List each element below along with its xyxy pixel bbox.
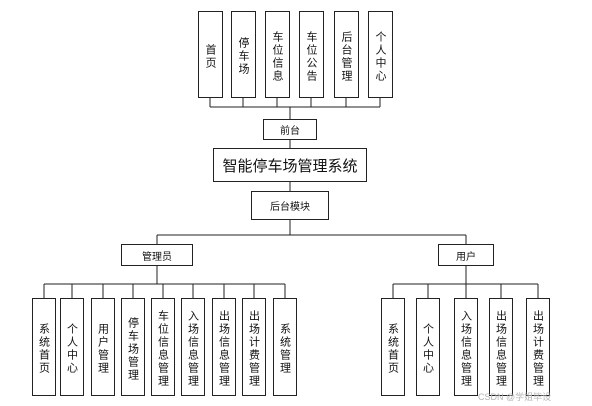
frontend-page-label: 车位公告 — [305, 30, 318, 83]
user-node: 用户 — [438, 244, 494, 266]
admin-function-label: 出场信息管理 — [217, 310, 231, 388]
frontend-page-home: 首页 — [198, 11, 223, 98]
admin-function-personal-center: 个人中心 — [60, 298, 84, 396]
frontend-node: 前台 — [263, 119, 317, 140]
user-function-label: 出场计费管理 — [531, 310, 545, 388]
user-function-system-home: 系统首页 — [381, 298, 405, 396]
admin-function-entry-info-management: 入场信息管理 — [181, 298, 205, 396]
frontend-page-personal-center: 个人中心 — [368, 11, 393, 98]
admin-function-system-home: 系统首页 — [32, 298, 56, 396]
admin-function-label: 车位信息管理 — [156, 310, 170, 388]
system-title: 智能停车场管理系统 — [222, 156, 358, 175]
admin-function-label: 停车场管理 — [126, 316, 140, 382]
system-title-node: 智能停车场管理系统 — [213, 148, 367, 182]
user-function-exit-billing-management: 出场计费管理 — [526, 298, 550, 396]
admin-function-system-management: 系统管理 — [273, 298, 297, 396]
user-function-label: 个人中心 — [421, 323, 435, 375]
admin-function-label: 系统首页 — [37, 323, 51, 375]
user-node-label: 用户 — [456, 251, 476, 263]
frontend-page-label: 停车场 — [237, 37, 250, 76]
admin-function-label: 个人中心 — [65, 323, 79, 375]
user-function-exit-info-management: 出场信息管理 — [489, 298, 513, 396]
admin-function-label: 系统管理 — [278, 323, 292, 375]
backend-module-node: 后台模块 — [251, 191, 329, 220]
admin-function-exit-billing-management: 出场计费管理 — [242, 298, 266, 396]
frontend-node-label: 前台 — [280, 126, 300, 137]
frontend-page-label: 后台管理 — [340, 30, 353, 83]
user-function-personal-center: 个人中心 — [416, 298, 440, 396]
watermark: CSDN @学姐毕设 — [478, 392, 552, 402]
frontend-page-space-notice: 车位公告 — [299, 11, 324, 98]
admin-function-label: 用户管理 — [96, 323, 110, 375]
user-function-entry-info-management: 入场信息管理 — [454, 298, 478, 396]
user-function-label: 入场信息管理 — [459, 310, 473, 388]
frontend-page-parking-lot: 停车场 — [231, 11, 256, 98]
frontend-page-label: 首页 — [204, 43, 217, 70]
frontend-page-label: 车位信息 — [271, 30, 284, 83]
admin-function-label: 出场计费管理 — [247, 310, 261, 388]
admin-function-exit-info-management: 出场信息管理 — [212, 298, 236, 396]
admin-function-label: 入场信息管理 — [186, 310, 200, 388]
admin-node: 管理员 — [121, 244, 193, 266]
admin-function-space-info-management: 车位信息管理 — [151, 298, 175, 396]
frontend-page-space-info: 车位信息 — [265, 11, 290, 98]
backend-module-label: 后台模块 — [270, 202, 310, 213]
admin-function-user-management: 用户管理 — [91, 298, 115, 396]
frontend-page-backend-admin: 后台管理 — [334, 11, 359, 98]
admin-function-parking-lot-management: 停车场管理 — [121, 298, 145, 396]
admin-node-label: 管理员 — [142, 251, 172, 263]
user-function-label: 系统首页 — [386, 323, 400, 375]
user-function-label: 出场信息管理 — [494, 310, 508, 388]
frontend-page-label: 个人中心 — [374, 30, 387, 83]
